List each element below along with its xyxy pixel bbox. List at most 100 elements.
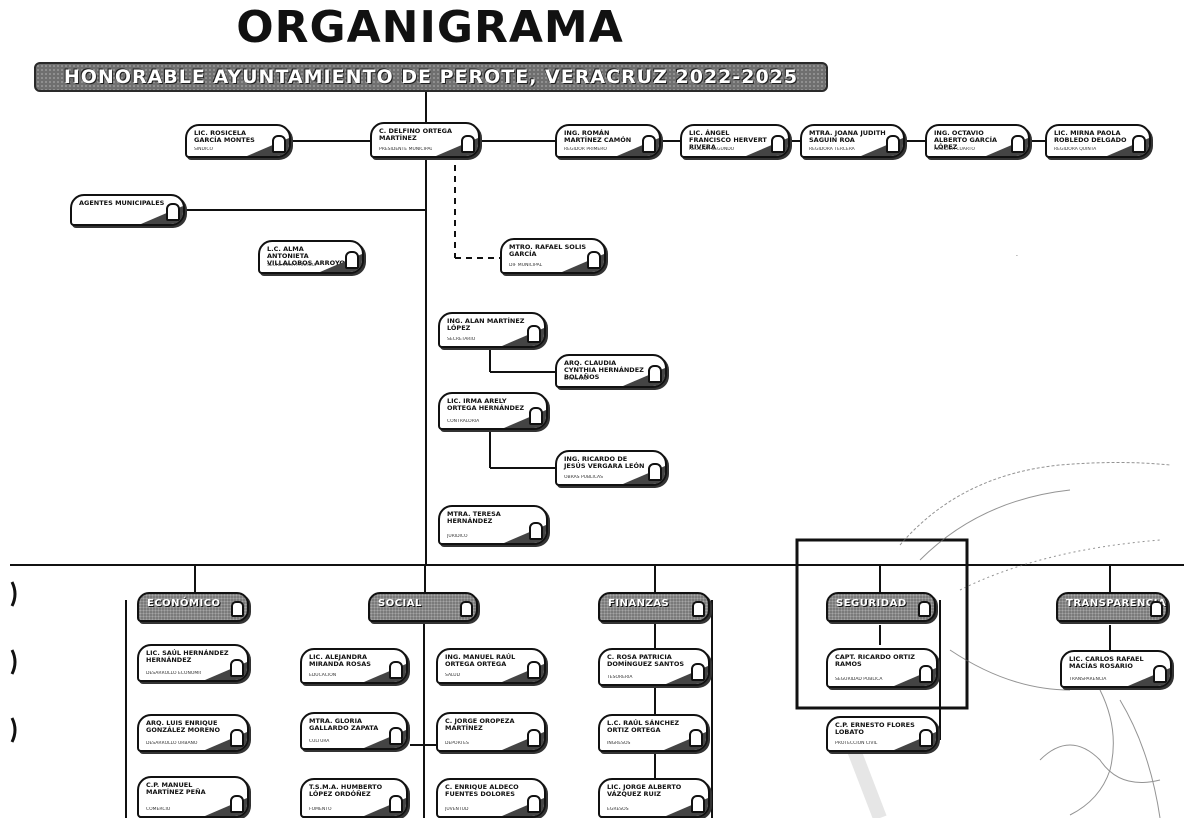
node-sindico[interactable]: LIC. ROSICELA GARCÍA MONTES SÍNDICO (185, 124, 291, 158)
node-name: C. ROSA PATRICIA DOMÍNGUEZ SANTOS (607, 653, 685, 668)
person-icon (272, 135, 286, 153)
node-name: ING. OCTAVIO ALBERTO GARCÍA LÓPEZ (934, 129, 998, 151)
node-role: TRANSPARENCIA (1069, 677, 1107, 682)
node-role: EDUCACIÓN (309, 673, 337, 678)
node-social-6[interactable]: C. ENRIQUE ALDECO FUENTES DOLORES JUVENT… (436, 778, 546, 818)
node-social-1[interactable]: LIC. ALEJANDRA MIRANDA ROSAS EDUCACIÓN (300, 648, 408, 684)
node-name: MTRA. TERESA HERNÁNDEZ (447, 510, 501, 525)
dept-transparencia[interactable]: TRANSPARENCIA (1056, 592, 1168, 622)
node-name: C. JORGE OROPEZA MARTÍNEZ (445, 717, 515, 732)
person-icon (230, 729, 244, 747)
node-contraloria[interactable]: LIC. IRMA ARELY ORTEGA HERNÁNDEZ CONTRAL… (438, 392, 548, 430)
node-name: C. ENRIQUE ALDECO FUENTES DOLORES (445, 783, 519, 798)
node-role: SECRETARÍA PARTICULAR (267, 263, 316, 268)
person-icon (691, 795, 705, 813)
node-economico-2[interactable]: ARQ. LUIS ENRIQUE GONZÁLEZ MORENO DESARR… (137, 714, 249, 752)
node-role: REGIDOR PRIMERO (564, 147, 607, 152)
node-regidor-4[interactable]: ING. OCTAVIO ALBERTO GARCÍA LÓPEZ REGIDO… (925, 124, 1030, 158)
person-icon (886, 135, 900, 153)
node-role: OBRAS PÚBLICAS (564, 475, 603, 480)
person-icon (230, 659, 244, 677)
node-regidor-3[interactable]: MTRA. JOANA JUDITH SAGUIN ROA REGIDORA T… (800, 124, 905, 158)
person-icon (527, 729, 541, 747)
person-icon (529, 522, 543, 540)
person-icon (527, 795, 541, 813)
node-role: PROTECCIÓN CIVIL (835, 741, 878, 746)
node-role: SÍNDICO (194, 147, 214, 152)
node-role: COMERCIO (146, 807, 171, 812)
person-icon (345, 251, 359, 269)
dept-social[interactable]: SOCIAL (368, 592, 478, 622)
dept-finanzas[interactable]: FINANZAS (598, 592, 710, 622)
node-role: DESARROLLO ECONÓMICO (146, 671, 201, 676)
node-name: ING. RICARDO DE JESÚS VERGARA LEÓN (564, 455, 645, 470)
subtitle-text: HONORABLE AYUNTAMIENTO DE PEROTE, VERACR… (63, 66, 799, 88)
subtitle-banner: HONORABLE AYUNTAMIENTO DE PEROTE, VERACR… (34, 62, 828, 92)
person-icon (1132, 135, 1146, 153)
node-name: ING. MANUEL RAÚL ORTEGA ORTEGA (445, 653, 516, 668)
node-social-2[interactable]: ING. MANUEL RAÚL ORTEGA ORTEGA SALUD (436, 648, 546, 684)
node-finanzas-1[interactable]: C. ROSA PATRICIA DOMÍNGUEZ SANTOS TESORE… (598, 648, 710, 686)
node-role: CULTURA (309, 739, 330, 744)
person-icon (587, 251, 601, 269)
node-dif[interactable]: MTRO. RAFAEL SOLIS GARCÍA DIF MUNICIPAL (500, 238, 606, 274)
node-regidor-5[interactable]: LIC. MIRNA PAOLA ROBLEDO DELGADO REGIDOR… (1045, 124, 1151, 158)
node-social-3[interactable]: MTRA. GLORIA GALLARDO ZAPATA CULTURA (300, 712, 408, 750)
node-name: L.C. RAÚL SÁNCHEZ ORTIZ ORTEGA (607, 719, 680, 734)
dept-label: FINANZAS (608, 598, 670, 609)
person-icon (231, 601, 244, 617)
person-icon (389, 661, 403, 679)
node-name: C. DELFINO ORTEGA MARTÍNEZ (379, 127, 453, 142)
dept-seguridad[interactable]: SEGURIDAD (826, 592, 936, 622)
node-catastro[interactable]: ARQ. CLAUDIA CYNTHIA HERNÁNDEZ BOLAÑOS C… (555, 354, 667, 388)
node-name: ARQ. CLAUDIA CYNTHIA HERNÁNDEZ BOLAÑOS (564, 359, 644, 381)
node-secretaria-particular[interactable]: L.C. ALMA ANTONIETA VILLALOBOS ARROYO SE… (258, 240, 364, 274)
node-name: LIC. MIRNA PAOLA ROBLEDO DELGADO (1054, 129, 1127, 144)
dept-economico[interactable]: ECONÓMICO (137, 592, 249, 622)
node-name: ARQ. LUIS ENRIQUE GONZÁLEZ MORENO (146, 719, 221, 734)
node-obras-publicas[interactable]: ING. RICARDO DE JESÚS VERGARA LEÓN OBRAS… (555, 450, 667, 486)
person-icon (529, 407, 543, 425)
node-agentes[interactable]: AGENTES MUNICIPALES (70, 194, 185, 226)
node-social-5[interactable]: T.S.M.A. HUMBERTO LÓPEZ ORDÓÑEZ FOMENTO (300, 778, 408, 818)
dept-label: SEGURIDAD (836, 598, 907, 609)
node-role: REGIDORA QUINTA (1054, 147, 1097, 152)
node-presidente[interactable]: C. DELFINO ORTEGA MARTÍNEZ PRESIDENTE MU… (370, 122, 480, 158)
node-role: PRESIDENTE MUNICIPAL (379, 147, 432, 152)
node-name: AGENTES MUNICIPALES (79, 199, 165, 207)
node-name: LIC. SAÚL HERNÁNDEZ HERNÁNDEZ (146, 649, 229, 664)
node-regidor-2[interactable]: LIC. ÁNGEL FRANCISCO HERVERT RIVERA REGI… (680, 124, 790, 158)
node-role: JUVENTUD (445, 807, 469, 812)
person-icon (919, 665, 933, 683)
node-secretario[interactable]: ING. ALAN MARTÍNEZ LÓPEZ SECRETARIO (438, 312, 546, 348)
node-name: LIC. ÁNGEL FRANCISCO HERVERT RIVERA (689, 129, 767, 151)
node-role: DIF MUNICIPAL (509, 263, 543, 268)
node-transparencia-1[interactable]: LIC. CARLOS RAFAEL MACÍAS ROSARIO TRANSP… (1060, 650, 1172, 688)
person-icon (642, 135, 656, 153)
node-economico-3[interactable]: C.P. MANUEL MARTÍNEZ PEÑA COMERCIO (137, 776, 249, 818)
node-name: ING. ROMÁN MARTÍNEZ CAMÓN (564, 129, 632, 144)
node-juridico[interactable]: MTRA. TERESA HERNÁNDEZ JURÍDICO (438, 505, 548, 545)
node-economico-1[interactable]: LIC. SAÚL HERNÁNDEZ HERNÁNDEZ DESARROLLO… (137, 644, 249, 682)
person-icon (389, 795, 403, 813)
node-role: JURÍDICO (447, 534, 468, 539)
node-role: DESARROLLO URBANO (146, 741, 198, 746)
node-regidor-1[interactable]: ING. ROMÁN MARTÍNEZ CAMÓN REGIDOR PRIMER… (555, 124, 661, 158)
person-icon (771, 135, 785, 153)
person-icon (919, 729, 933, 747)
node-name: CAPT. RICARDO ORTIZ RAMOS (835, 653, 915, 668)
node-name: LIC. ALEJANDRA MIRANDA ROSAS (309, 653, 371, 668)
node-seguridad-1[interactable]: CAPT. RICARDO ORTIZ RAMOS SEGURIDAD PÚBL… (826, 648, 938, 688)
person-icon (389, 727, 403, 745)
node-name: LIC. CARLOS RAFAEL MACÍAS ROSARIO (1069, 655, 1144, 670)
node-finanzas-3[interactable]: LIC. JORGE ALBERTO VÁZQUEZ RUIZ EGRESOS (598, 778, 710, 818)
node-role: TESORERÍA (607, 675, 633, 680)
node-name: L.C. ALMA ANTONIETA VILLALOBOS ARROYO (267, 245, 345, 267)
node-finanzas-2[interactable]: L.C. RAÚL SÁNCHEZ ORTIZ ORTEGA INGRESOS (598, 714, 708, 752)
node-social-4[interactable]: C. JORGE OROPEZA MARTÍNEZ DEPORTES (436, 712, 546, 752)
person-icon (918, 601, 931, 617)
node-name: LIC. JORGE ALBERTO VÁZQUEZ RUIZ (607, 783, 682, 798)
person-icon (648, 463, 662, 481)
node-seguridad-2[interactable]: C.P. ERNESTO FLORES LOBATO PROTECCIÓN CI… (826, 716, 938, 752)
